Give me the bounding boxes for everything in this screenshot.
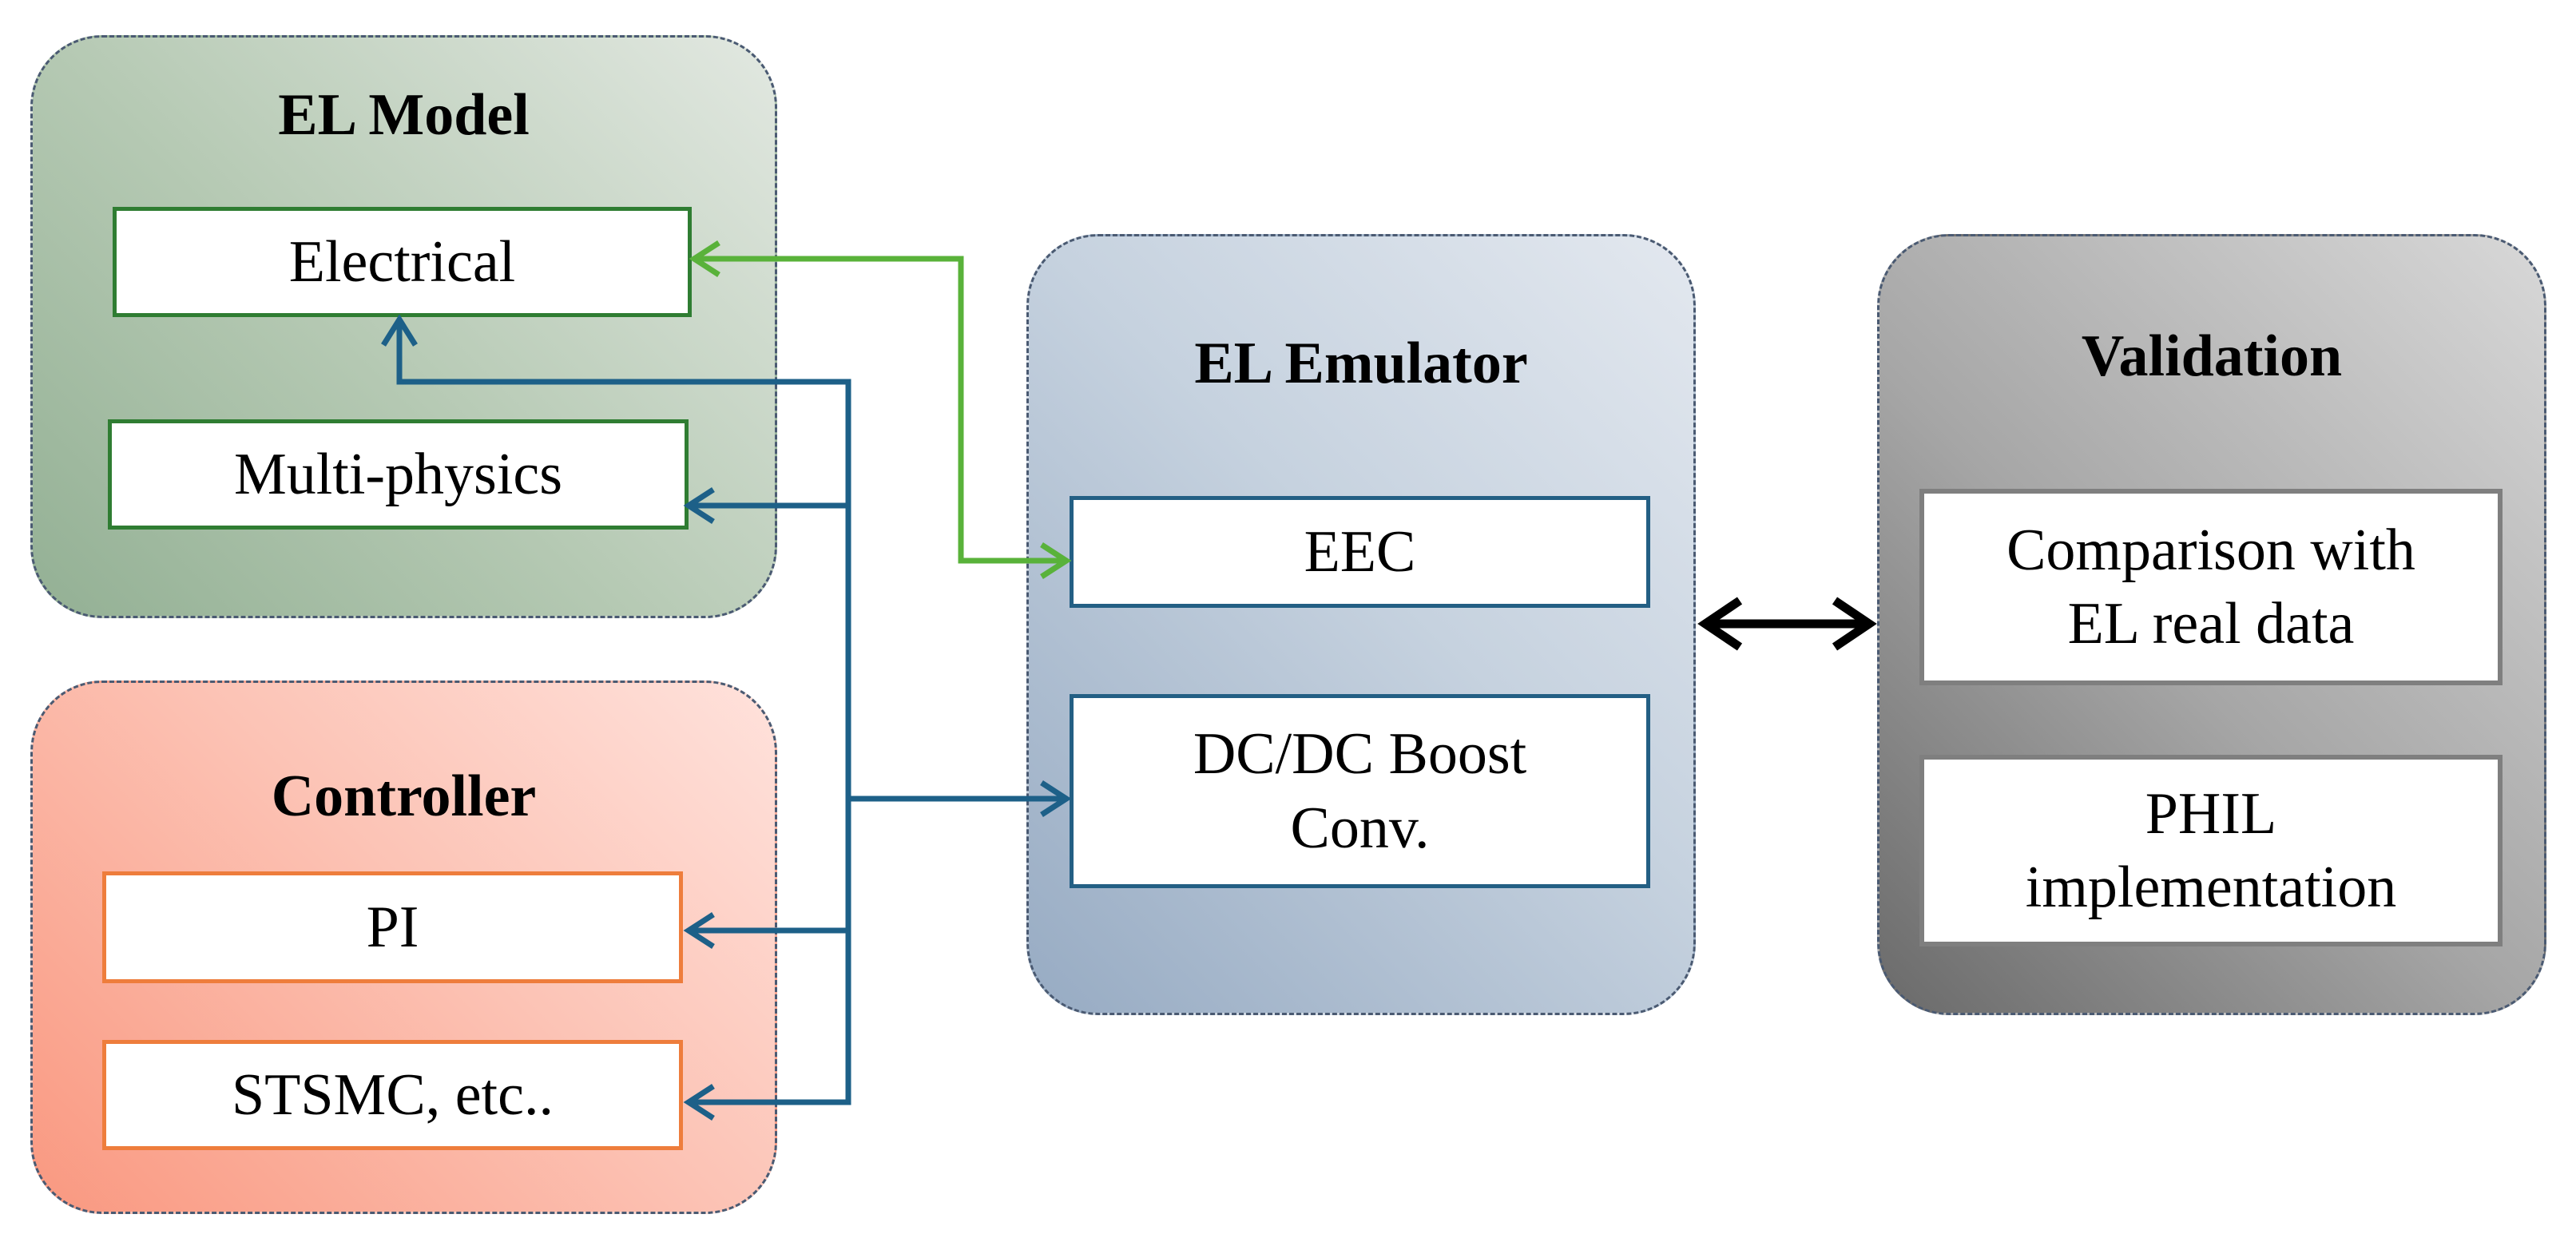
pi-box: PI	[102, 871, 683, 983]
el-model-group: EL Model	[30, 35, 777, 618]
comparison-label: Comparison with EL real data	[2006, 517, 2415, 657]
phil-box: PHIL implementation	[1919, 755, 2503, 946]
el-model-title: EL Model	[278, 82, 530, 148]
phil-label: PHIL implementation	[2025, 780, 2397, 921]
pi-label: PI	[366, 894, 419, 960]
dcdc-boost-label: DC/DC Boost Conv.	[1193, 721, 1527, 861]
eec-box: EEC	[1070, 496, 1650, 608]
multi-physics-box: Multi-physics	[108, 419, 689, 530]
stsmc-box: STSMC, etc..	[102, 1040, 683, 1150]
validation-title: Validation	[2081, 323, 2343, 389]
electrical-label: Electrical	[288, 228, 516, 295]
controller-title: Controller	[271, 764, 537, 829]
dcdc-boost-box: DC/DC Boost Conv.	[1070, 694, 1650, 888]
bidirectional-arrow	[1697, 597, 1877, 651]
el-emulator-group: EL Emulator	[1026, 234, 1696, 1015]
multi-physics-label: Multi-physics	[233, 441, 563, 507]
electrical-box: Electrical	[113, 207, 692, 317]
eec-label: EEC	[1304, 518, 1416, 585]
stsmc-label: STSMC, etc..	[232, 1061, 554, 1128]
el-emulator-title: EL Emulator	[1194, 331, 1528, 396]
comparison-box: Comparison with EL real data	[1919, 489, 2503, 685]
